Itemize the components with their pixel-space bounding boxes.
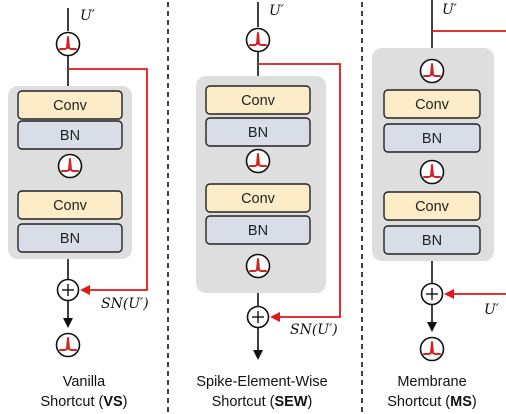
input-label: U′ — [484, 302, 500, 318]
conv-label: Conv — [241, 191, 276, 207]
panel-vanilla-shortcut: U′ Conv BN Conv BN SN(U′) Vanilla Shortc… — [8, 8, 149, 410]
bn-block — [383, 123, 481, 153]
bn-label: BN — [422, 131, 442, 147]
bn-label: BN — [422, 233, 442, 249]
add-icon — [246, 305, 270, 329]
bn-label: BN — [248, 125, 268, 141]
bn-block — [205, 215, 311, 245]
bn-block — [383, 225, 481, 255]
conv-block — [17, 190, 123, 220]
conv-label: Conv — [415, 97, 450, 113]
conv-label: Conv — [415, 199, 450, 215]
input-label: U′ — [80, 8, 96, 24]
spike-neuron-icon — [245, 253, 271, 279]
conv-block — [205, 183, 311, 213]
sn-output-label: SN(U′) — [290, 322, 338, 338]
spike-neuron-icon — [57, 153, 83, 179]
conv-label: Conv — [241, 93, 276, 109]
panel-caption: Shortcut (SEW) — [212, 394, 313, 410]
bn-block — [17, 120, 123, 150]
bn-label: BN — [60, 128, 80, 144]
add-icon — [420, 282, 444, 306]
spike-neuron-icon — [419, 159, 445, 185]
spike-neuron-icon — [55, 332, 81, 358]
bn-label: BN — [60, 231, 80, 247]
panel-membrane-shortcut: U′ Conv BN Conv BN U′ Membrane Shortcut … — [372, 0, 506, 410]
shortcut-line — [258, 63, 341, 322]
spike-neuron-icon — [419, 336, 445, 362]
panel-spike-element-wise-shortcut: U′ Conv BN Conv BN SN(U′) Spike-Element-… — [196, 2, 341, 410]
bn-block — [205, 117, 311, 147]
shortcut-line — [68, 68, 148, 295]
panel-caption: Membrane — [397, 374, 466, 390]
spike-neuron-icon — [245, 148, 271, 174]
conv-block — [17, 90, 123, 120]
input-label: U′ — [269, 3, 285, 19]
conv-label: Conv — [53, 198, 88, 214]
conv-label: Conv — [53, 98, 88, 114]
bn-label: BN — [248, 223, 268, 239]
sn-output-label: SN(U′) — [101, 296, 149, 312]
panel-caption: Spike-Element-Wise — [196, 374, 327, 390]
conv-block — [383, 89, 481, 119]
panel-caption: Shortcut (VS) — [40, 394, 127, 410]
spike-neuron-icon — [419, 58, 445, 84]
add-icon — [56, 278, 80, 302]
conv-block — [383, 191, 481, 221]
panel-caption: Vanilla — [63, 374, 106, 390]
spike-neuron-icon — [55, 31, 81, 57]
spike-neuron-icon — [245, 27, 271, 53]
bn-block — [17, 223, 123, 253]
input-label: U′ — [442, 2, 458, 18]
conv-block — [205, 85, 311, 115]
panel-caption: Shortcut (MS) — [387, 394, 476, 410]
